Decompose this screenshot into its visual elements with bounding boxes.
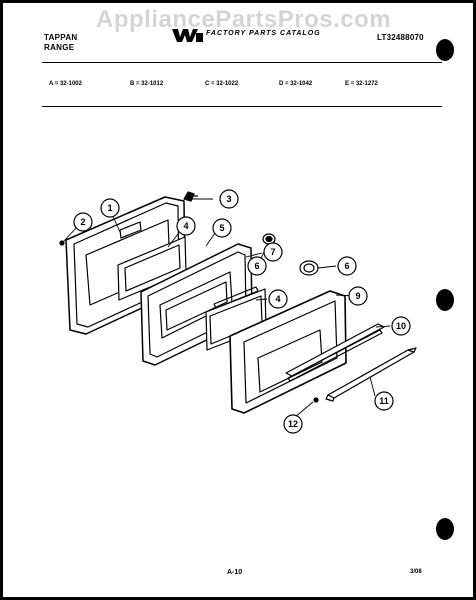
callout-10: 10 (391, 316, 411, 336)
model-code-d: D = 32-1042 (279, 81, 313, 87)
callout-6a: 6 (247, 256, 267, 276)
svg-text:6: 6 (254, 261, 259, 271)
outer-door (229, 290, 347, 414)
callout-4a: 4 (176, 216, 196, 236)
watermark: AppliancePartsPros.com (96, 6, 392, 33)
callout-5: 5 (212, 218, 232, 238)
model-code-c: C = 32-1022 (205, 81, 239, 87)
page-border-bottom (0, 597, 476, 600)
callouts: 1 2 3 4 5 6 7 (73, 189, 411, 434)
brand-line-2: RANGE (44, 43, 75, 52)
callout-3: 3 (219, 189, 239, 209)
wci-logo-icon (172, 29, 203, 42)
screw-12 (313, 397, 319, 403)
page-number: A-10 (227, 569, 243, 576)
model-code-a: A = 32-1002 (49, 81, 82, 87)
door-handle (325, 347, 417, 402)
svg-text:10: 10 (396, 321, 406, 331)
document-number: LT32488070 (377, 33, 424, 42)
brand-block: TAPPAN RANGE (44, 33, 78, 53)
svg-text:1: 1 (107, 203, 112, 213)
svg-text:4: 4 (275, 294, 280, 304)
model-code-e: E = 32-1272 (345, 81, 378, 87)
callout-1: 1 (100, 198, 120, 218)
svg-text:4: 4 (183, 221, 188, 231)
page-border-left (0, 0, 3, 600)
svg-text:5: 5 (219, 223, 224, 233)
callout-11: 11 (374, 391, 394, 411)
brand-line-1: TAPPAN (44, 33, 78, 42)
callout-9: 9 (348, 286, 368, 306)
revision-date: 3/08 (410, 569, 422, 575)
page-border-top (0, 0, 476, 3)
page-border-right (473, 0, 476, 600)
callout-2: 2 (73, 212, 93, 232)
svg-text:12: 12 (288, 419, 298, 429)
model-code-b: B = 32-1012 (130, 81, 164, 87)
divider-bottom (42, 106, 442, 107)
callout-12: 12 (283, 414, 303, 434)
divider-top (42, 62, 442, 63)
svg-text:3: 3 (226, 194, 231, 204)
svg-text:7: 7 (270, 247, 275, 257)
svg-text:9: 9 (355, 291, 360, 301)
callout-4b: 4 (268, 289, 288, 309)
binder-hole-top (436, 39, 454, 61)
vent-trim (285, 323, 385, 382)
svg-text:11: 11 (379, 396, 389, 406)
catalog-title: FACTORY PARTS CATALOG (206, 30, 321, 37)
binder-hole-middle (436, 289, 454, 311)
door-clip (183, 191, 198, 202)
catalog-logo: FACTORY PARTS CATALOG (170, 27, 350, 45)
svg-text:6: 6 (344, 261, 349, 271)
callout-6b: 6 (337, 256, 357, 276)
model-codes: A = 32-1002 B = 32-1012 C = 32-1022 D = … (45, 81, 445, 93)
svg-text:2: 2 (80, 217, 85, 227)
callout-7: 7 (263, 242, 283, 262)
binder-hole-bottom (436, 518, 454, 540)
